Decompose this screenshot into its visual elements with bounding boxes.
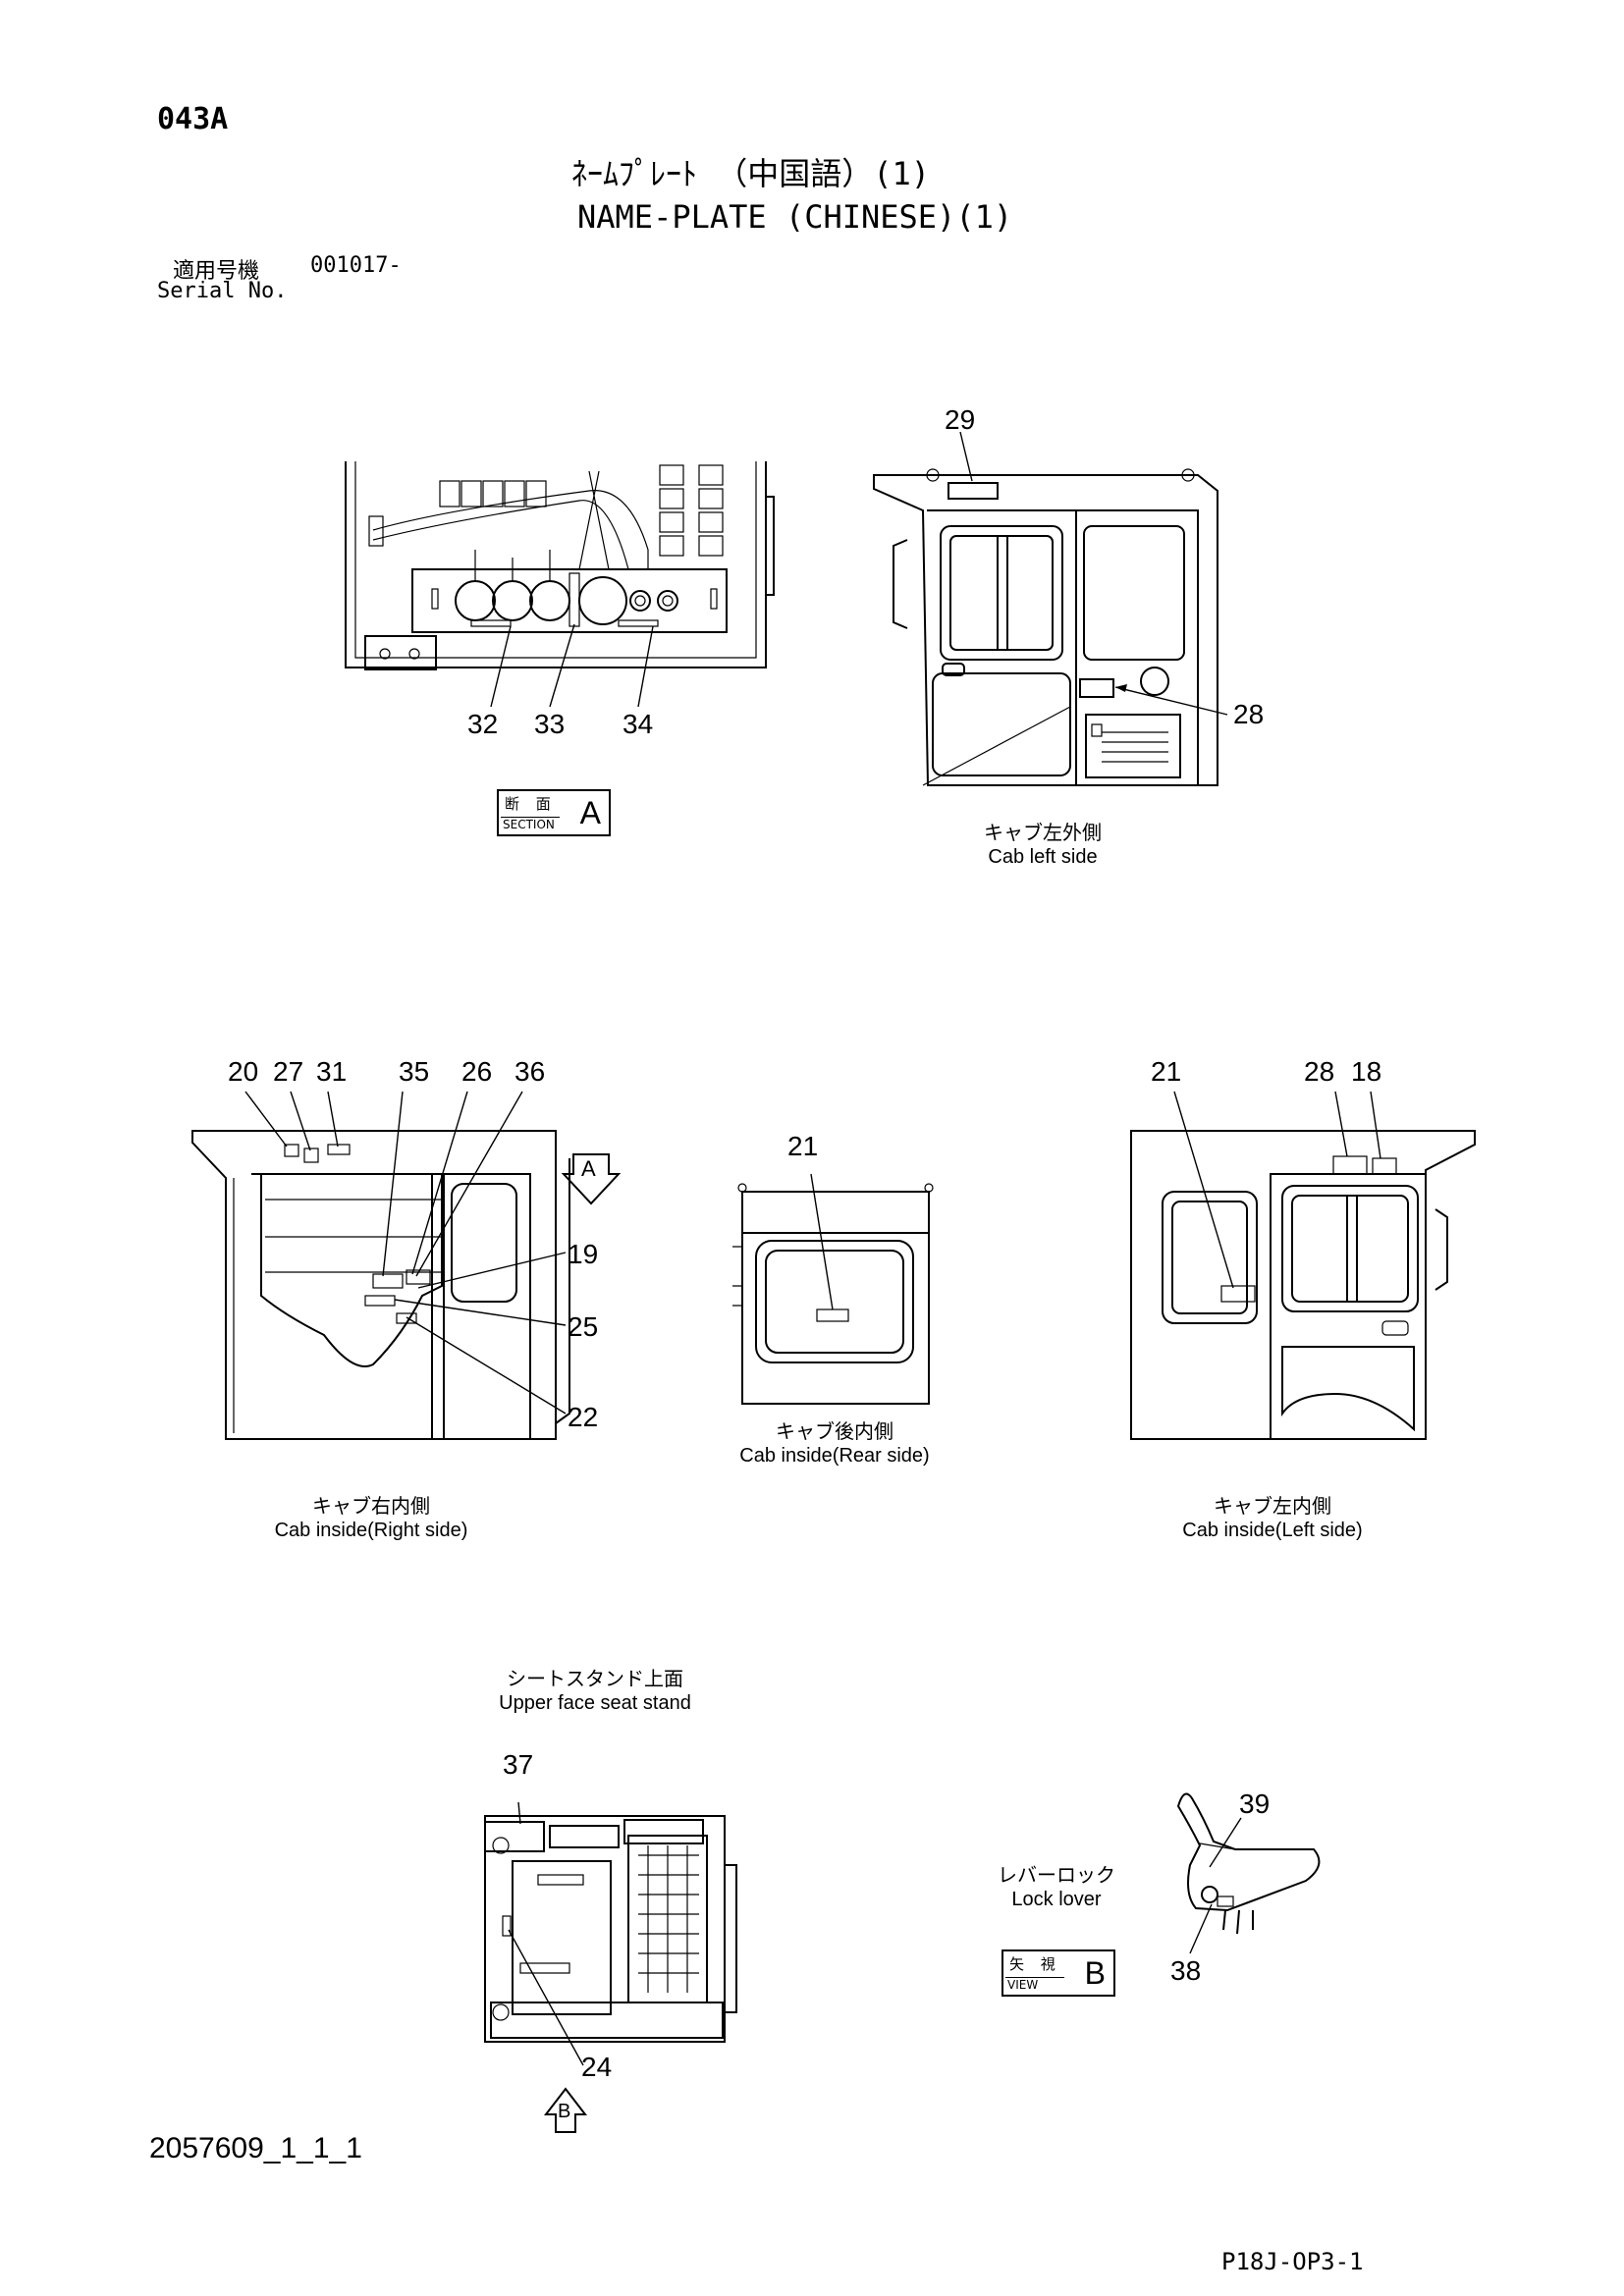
callout-28-left-inside: 28 xyxy=(1304,1056,1335,1087)
caption-cab-rear-inside-jp: キャブ後内側 xyxy=(776,1421,893,1443)
callout-18: 18 xyxy=(1351,1056,1382,1087)
callout-33: 33 xyxy=(534,709,566,739)
caption-seat-stand-en: Upper face seat stand xyxy=(499,1692,691,1714)
section-box-letter: A xyxy=(579,795,601,830)
callout-29: 29 xyxy=(945,404,976,435)
serial-value: 001017- xyxy=(310,253,402,278)
cab-inside-rear-drawing xyxy=(732,1173,934,1405)
callout-26: 26 xyxy=(461,1056,493,1087)
callout-35: 35 xyxy=(399,1056,430,1087)
arrow-b-label: B xyxy=(558,2101,571,2122)
callout-32: 32 xyxy=(467,709,499,739)
callout-28-left-side: 28 xyxy=(1233,699,1265,729)
lock-lever-drawing xyxy=(1176,1792,1321,1954)
callout-39: 39 xyxy=(1239,1789,1271,1819)
caption-cab-right-inside-jp: キャブ右内側 xyxy=(312,1496,430,1518)
cab-left-side-drawing xyxy=(873,431,1228,786)
title-japanese: ﾈｰﾑﾌﾟﾚｰﾄ （中国語）(1) xyxy=(571,155,931,192)
callout-21-left-inside: 21 xyxy=(1151,1056,1182,1087)
caption-cab-rear-inside-en: Cab inside(Rear side) xyxy=(739,1445,930,1467)
section-box-english: SECTION xyxy=(503,818,555,831)
caption-cab-left-inside-jp: キャブ左内側 xyxy=(1214,1496,1331,1518)
section-box-japanese: 断 面 xyxy=(505,795,557,813)
title-english: NAME-PLATE (CHINESE)(1) xyxy=(577,198,1013,236)
view-box-english: VIEW xyxy=(1007,1978,1039,1992)
section-a-panel-drawing xyxy=(345,461,775,708)
serial-label-english: Serial No. xyxy=(157,279,288,303)
serial-label-japanese: 適用号機 xyxy=(173,259,260,284)
callout-37: 37 xyxy=(503,1749,534,1780)
callout-24: 24 xyxy=(581,2052,613,2082)
view-b-box: 矢 視 VIEW B xyxy=(1001,1949,1115,1997)
callout-19: 19 xyxy=(568,1239,599,1269)
callout-34: 34 xyxy=(623,709,654,739)
view-box-letter: B xyxy=(1084,1955,1106,1991)
caption-cab-left-inside-en: Cab inside(Left side) xyxy=(1182,1520,1363,1541)
caption-lock-lever-jp: レバーロック xyxy=(998,1865,1115,1887)
callout-21-rear: 21 xyxy=(787,1131,819,1161)
cab-inside-right-drawing xyxy=(191,1091,622,1440)
callout-22: 22 xyxy=(568,1402,599,1432)
callout-27: 27 xyxy=(273,1056,304,1087)
caption-lock-lever-en: Lock lover xyxy=(1011,1889,1102,1910)
seat-stand-hatch xyxy=(638,1845,699,1993)
callout-31: 31 xyxy=(316,1056,348,1087)
section-box-divider xyxy=(501,817,560,818)
drawing-number: 2057609_1_1_1 xyxy=(149,2132,362,2164)
cab-inside-left-drawing xyxy=(1130,1091,1476,1440)
caption-cab-left-side-jp: キャブ左外側 xyxy=(984,823,1102,844)
callout-36: 36 xyxy=(514,1056,546,1087)
arrow-a-label: A xyxy=(581,1156,596,1181)
page-code: 043A xyxy=(157,102,229,136)
callout-25: 25 xyxy=(568,1311,599,1342)
caption-seat-stand-jp: シートスタンド上面 xyxy=(507,1669,683,1690)
page-reference: P18J-OP3-1 xyxy=(1221,2248,1364,2275)
view-box-divider xyxy=(1005,1977,1064,1978)
callout-20: 20 xyxy=(228,1056,259,1087)
view-box-japanese: 矢 視 xyxy=(1009,1955,1061,1973)
caption-cab-left-side-en: Cab left side xyxy=(988,846,1098,868)
seat-stand-drawing xyxy=(484,1801,737,2133)
callout-38: 38 xyxy=(1170,1955,1202,1986)
section-a-box: 断 面 SECTION A xyxy=(497,789,611,836)
caption-cab-right-inside-en: Cab inside(Right side) xyxy=(274,1520,468,1541)
